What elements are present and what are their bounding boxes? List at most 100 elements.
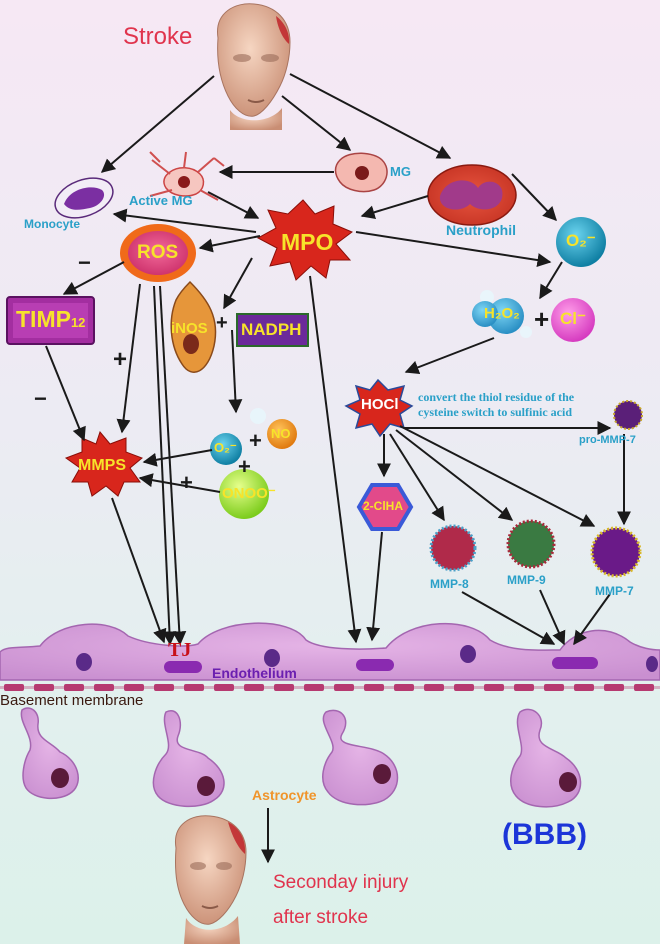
arrow-hocl-mmp7-long (399, 425, 596, 527)
pro-mmp7-label: pro-MMP-7 (579, 434, 636, 446)
nadph-label: NADPH (241, 320, 302, 339)
inos-cell-image (170, 280, 217, 373)
mpo-label: MPO (281, 229, 334, 255)
basement-membrane-dash (274, 684, 294, 691)
arrow-ros-timp (62, 261, 125, 295)
arrow-stroke-mg (281, 95, 352, 151)
inos-label: iNOS (171, 320, 208, 337)
o2-superoxide-label: O₂⁻ (566, 231, 596, 250)
basement-membrane-dash (544, 684, 564, 691)
secondary-injury-head-image (175, 815, 247, 944)
cl-ion-image (551, 298, 595, 342)
arrow-ros-mmps (116, 283, 141, 434)
basement-membrane-dash (334, 684, 354, 691)
nadph-box-image (236, 313, 309, 347)
basement-membrane-dash (574, 684, 594, 691)
plus-o2-no: + (249, 428, 262, 453)
timp-label: TIMP12 (16, 308, 85, 331)
arrow-nadph-o2 (228, 329, 243, 414)
no-molecule-image (267, 419, 297, 449)
timp-subscript: 12 (70, 315, 86, 330)
arrow-mmp9-endothelium (539, 589, 566, 646)
basement-membrane-dash (214, 684, 234, 691)
basement-membrane-dash (394, 684, 414, 691)
mmp7-label: MMP-7 (595, 584, 634, 598)
h2o2-label: H₂O₂ (484, 305, 520, 322)
arrow-ros-tj-1 (153, 285, 177, 646)
basement-membrane-label: Basement membrane (0, 692, 144, 709)
clha-label: 2-ClHA (363, 499, 404, 513)
endothelium-layer-image (0, 622, 660, 681)
mmps-label: MMPS (78, 457, 126, 474)
clha-hexagon-image (356, 483, 414, 531)
ros-molecule-image (120, 224, 196, 282)
arrow-h2o2-hocl (404, 337, 495, 374)
basement-membrane-dash (634, 684, 654, 691)
plus-onoo: + (238, 454, 251, 479)
basement-membrane-dash (64, 684, 84, 691)
arrow-neutrophil-mpo (360, 195, 429, 220)
convert-text-line2: cysteine switch to sulfinic acid (418, 405, 572, 419)
mmp9-particle-image (506, 519, 556, 569)
mmp8-label: MMP-8 (430, 577, 469, 591)
basement-membrane-dash (154, 684, 174, 691)
minus-timp-mmps: − (34, 386, 47, 411)
mmp7-particle-image (590, 526, 642, 578)
arrow-ros-tj-2 (159, 285, 187, 646)
basement-membrane-dash (244, 684, 264, 691)
arrow-stroke-monocyte (100, 75, 215, 173)
plus-ros-mmps: + (113, 346, 128, 373)
convert-text-line1: convert the thiol residue of the (418, 390, 575, 404)
timp-text: TIMP (16, 306, 71, 332)
minus-ros-timp: − (78, 250, 91, 275)
arrow-timp-mmps (45, 345, 86, 442)
arrow-mpo-endothelium (309, 275, 362, 644)
plus-onoo-mmps: + (180, 470, 193, 495)
mmps-star-image (64, 430, 143, 497)
basement-membrane-dash (604, 684, 624, 691)
arrow-onoo-mmps (138, 473, 221, 493)
stroke-label: Stroke (123, 23, 193, 50)
cl-label: Cl⁻ (560, 309, 586, 328)
basement-membrane-dash (364, 684, 384, 691)
stroke-head-image (217, 3, 291, 130)
timp-box-image (6, 296, 95, 345)
basement-membrane-dash (124, 684, 144, 691)
basement-membrane-image (0, 684, 660, 691)
basement-membrane-dash (514, 684, 534, 691)
basement-membrane-dash (34, 684, 54, 691)
basement-membrane-dash (424, 684, 444, 691)
plus-h2o2-cl: + (534, 304, 550, 334)
mpo-star-image (256, 199, 353, 281)
o2-small-label: O₂⁻ (214, 440, 237, 455)
o2-superoxide-image (556, 217, 606, 267)
neutrophil-label: Neutrophil (446, 222, 516, 238)
arrow-hocl-mmp8 (389, 433, 445, 522)
secondary-injury-label-line2: after stroke (273, 907, 369, 928)
astrocyte-label: Astrocyte (252, 787, 317, 803)
arrow-mmp8-endothelium (461, 591, 556, 645)
hocl-label: HOCl (361, 396, 399, 413)
basement-membrane-dash (4, 684, 24, 691)
arrow-active-mg-mpo (207, 191, 260, 219)
mg-label: MG (390, 164, 411, 179)
secondary-injury-label-line1: Seconday injury (273, 872, 409, 893)
arrow-o2-h2o2 (539, 261, 563, 300)
monocyte-label: Monocyte (24, 217, 81, 231)
mg-cell-image (334, 152, 388, 193)
neutrophil-cell-image (427, 164, 517, 226)
onoo-label: ONOO⁻ (222, 485, 276, 502)
hocl-star-image (344, 378, 414, 438)
arrow-mpo-h2o2 (355, 231, 552, 267)
basement-membrane-dash (184, 684, 204, 691)
arrow-neutrophil-o2 (511, 173, 557, 222)
o2-small-image (210, 408, 266, 465)
mmp9-label: MMP-9 (507, 573, 546, 587)
onoo-molecule-image (219, 469, 269, 519)
pro-mmp7-particle-image (613, 400, 643, 430)
plus-inos-nadph: + (216, 312, 228, 334)
arrow-mmps-tj (111, 497, 167, 644)
arrow-o2-mmps (142, 449, 213, 467)
mmp8-particle-image (429, 524, 477, 572)
